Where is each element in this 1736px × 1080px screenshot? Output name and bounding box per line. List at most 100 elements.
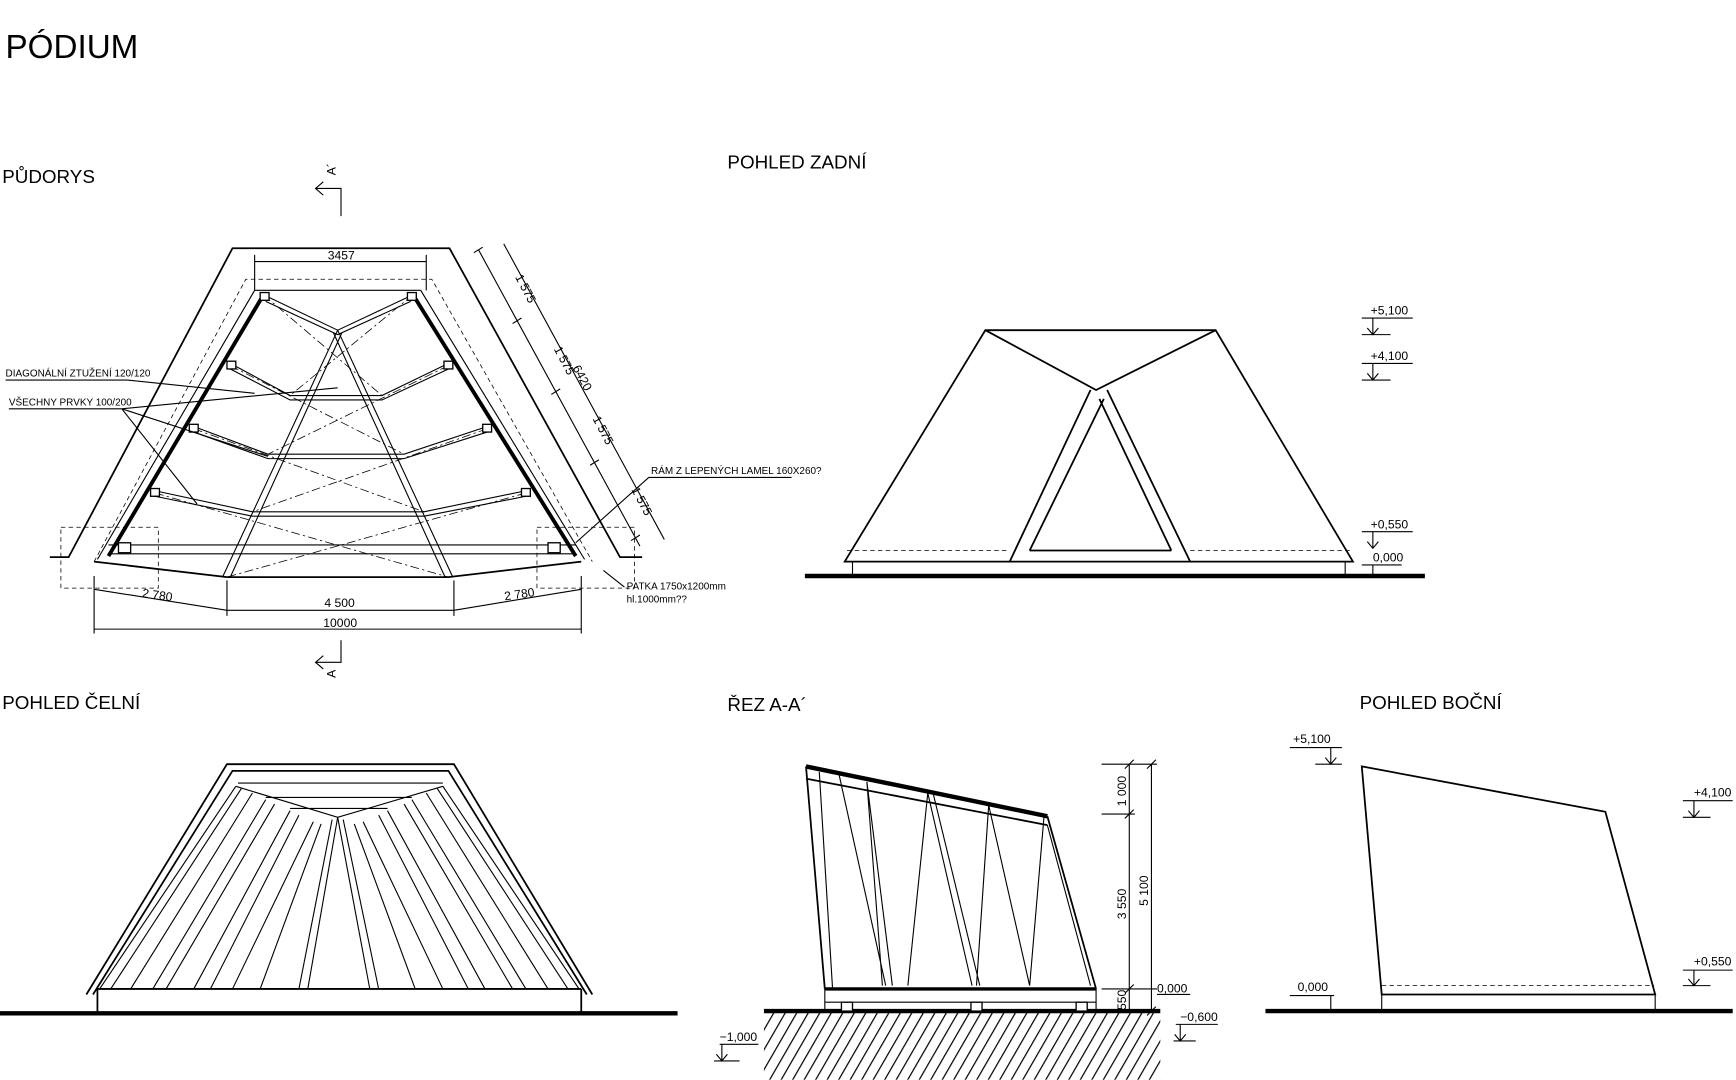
footing-left <box>60 526 159 589</box>
plan-dashed-outline <box>93 278 593 562</box>
section-deck-frame <box>824 988 1097 1012</box>
footing-right <box>536 526 635 589</box>
plan-frame <box>106 293 578 558</box>
front-base <box>96 988 583 1014</box>
level-side-0000: 0,000 <box>1298 980 1329 994</box>
front-rafters <box>99 786 580 990</box>
front-rafter-line <box>307 817 339 990</box>
rear-roof <box>843 329 1355 563</box>
dim-section-1000: 1 000 <box>1115 776 1129 807</box>
front-rafter-line <box>436 788 569 990</box>
annotation-footing-leader <box>603 570 625 588</box>
front-rafter-line <box>110 788 242 990</box>
dim-bottom-left: 2 780 <box>141 586 173 604</box>
front-rafter-line <box>232 821 314 990</box>
level-rear-0550: +0,550 <box>1371 517 1409 531</box>
front-rafter-line <box>152 799 267 990</box>
level-section-minus600: −0,600 <box>1180 1010 1218 1024</box>
level-rear-5100: +5,100 <box>1371 304 1409 318</box>
side-level-marks <box>1289 747 1733 1012</box>
dim-section-5100: 5 100 <box>1137 875 1151 906</box>
annotation-frame: RÁM Z LEPENÝCH LAMEL 160X260? <box>651 466 822 477</box>
section-label: ŘEZ A-A´ <box>727 694 806 715</box>
level-section-minus1000: −1,000 <box>720 1030 758 1044</box>
front-rafter-line <box>378 814 469 990</box>
front-rafter-line <box>130 792 253 990</box>
dim-side-total: 6420 <box>570 363 595 394</box>
section-roof <box>805 764 1048 819</box>
plan-label: PŮDORYS <box>2 166 95 187</box>
side-view: POHLED BOČNÍ +5,100 +4,100 +0,550 0,000 <box>1265 692 1733 1014</box>
section-frame <box>805 766 1097 990</box>
rear-label: POHLED ZADNÍ <box>727 152 867 173</box>
rear-levels: +5,100 +4,100 +0,550 0,000 <box>1361 304 1413 576</box>
level-rear-0000: 0,000 <box>1373 551 1404 565</box>
plan-frame-outer <box>96 289 586 560</box>
front-rafter-line <box>387 810 486 990</box>
level-rear-4100: +4,100 <box>1371 349 1409 363</box>
rear-view: POHLED ZADNÍ +5,100 +4,100 +0,550 0,000 <box>727 152 1425 579</box>
sheet-title: PÓDIUM <box>6 28 139 66</box>
front-label: POHLED ČELNÍ <box>2 692 141 713</box>
front-roof-outline <box>85 763 594 995</box>
section-dim-lines <box>1101 759 1157 1016</box>
level-side-4100: +4,100 <box>1694 785 1732 799</box>
section-level-marks <box>714 993 1218 1062</box>
side-outline <box>1360 765 1657 996</box>
front-rafter-line <box>337 817 371 990</box>
dim-bottom-right: 2 780 <box>503 585 535 603</box>
section-piers <box>840 1001 1088 1012</box>
side-base <box>1381 994 1656 1012</box>
annotation-footing-1: PATKA 1750x1200mm <box>627 581 726 592</box>
dim-total: 10000 <box>323 616 357 630</box>
front-rafter-line <box>442 786 580 990</box>
dim-side-3: 1 575 <box>590 414 617 448</box>
plan-brackets <box>117 291 561 554</box>
dim-side-1: 1 575 <box>512 272 539 306</box>
plan-front-edge <box>94 560 582 578</box>
annotation-leaders-left <box>5 379 338 505</box>
plan-outer-outline <box>49 247 643 559</box>
front-rafter-line <box>165 803 276 990</box>
dim-section-3550: 3 550 <box>1115 889 1129 920</box>
front-rafter-line <box>411 799 527 990</box>
level-side-5100: +5,100 <box>1293 732 1331 746</box>
rear-a-frame <box>984 329 1217 562</box>
section-members <box>818 771 1092 989</box>
front-rafter-line <box>259 823 322 990</box>
plan-bracing <box>154 294 526 578</box>
section-arrow-bottom <box>314 640 342 670</box>
dim-side-ticks <box>473 246 641 542</box>
side-label: POHLED BOČNÍ <box>1360 692 1503 713</box>
front-rafter-line <box>403 803 514 990</box>
level-side-0550: +0,550 <box>1694 955 1732 969</box>
rear-base <box>851 561 1346 576</box>
section-arrow-top <box>314 181 342 217</box>
annotation-frame-leader <box>575 476 792 544</box>
section-view: ŘEZ A-A´ 1 000 3 550 5 100 550 0,000 −0,… <box>714 694 1218 1080</box>
dim-top-line <box>254 254 427 291</box>
dim-side-4: 1 575 <box>628 484 655 518</box>
dim-bottom-lines <box>93 575 582 634</box>
section-mark-bottom: A <box>324 669 338 678</box>
annotation-members: VŠECHNY PRVKY 100/200 <box>9 397 132 408</box>
front-rafter-line <box>353 823 416 990</box>
front-rafter-line <box>193 810 291 990</box>
level-section-0000: 0,000 <box>1157 981 1188 995</box>
soil-hatch <box>763 1011 1161 1080</box>
front-rafter-line <box>362 821 444 990</box>
annotation-bracing: DIAGONÁLNÍ ZTUŽENÍ 120/120 <box>6 369 151 380</box>
front-rafter-line <box>342 819 380 990</box>
section-mark-top: A´ <box>324 163 338 175</box>
dim-section-550: 550 <box>1115 989 1129 1010</box>
dim-side-lines <box>477 243 665 547</box>
annotation-footing-2: hl.1000mm?? <box>627 595 688 606</box>
dim-bottom-mid: 4 500 <box>324 596 355 610</box>
front-rafter-line <box>298 819 333 990</box>
front-view: POHLED ČELNÍ <box>0 692 678 1016</box>
plan-view: PŮDORYS 3457 1 575 1 575 1 575 1 575 642… <box>2 163 822 678</box>
front-rafter-line <box>209 814 300 990</box>
front-rafter-line <box>99 786 237 990</box>
front-rafter-line <box>425 792 549 990</box>
